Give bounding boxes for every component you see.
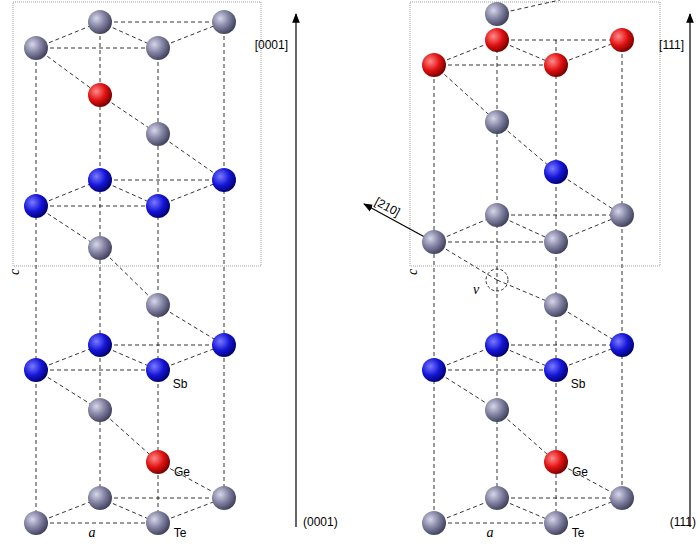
- atom: [146, 511, 170, 535]
- atom: [212, 10, 236, 34]
- atom: [544, 358, 568, 382]
- atom: [610, 333, 634, 357]
- bond-line: [434, 65, 497, 122]
- label: [210]: [372, 195, 403, 219]
- atom: [485, 398, 509, 422]
- atom: [485, 2, 509, 26]
- atom: [485, 203, 509, 227]
- label: Te: [174, 527, 187, 539]
- bond-line: [100, 180, 224, 181]
- atom: [24, 36, 48, 60]
- bond-line: [622, 40, 623, 498]
- bond-line: [497, 498, 622, 499]
- label: c: [8, 269, 22, 275]
- axis-arrow: [689, 14, 690, 527]
- atom: [422, 358, 446, 382]
- atom: [146, 358, 170, 382]
- label: (0001): [303, 516, 338, 528]
- axis-arrow: [295, 14, 296, 527]
- bond-line: [158, 134, 224, 180]
- atom: [544, 53, 568, 77]
- bond-line: [36, 48, 37, 523]
- atom: [88, 168, 112, 192]
- atom: [24, 194, 48, 218]
- atom: [88, 486, 112, 510]
- atom: [212, 486, 236, 510]
- label: (111): [670, 516, 696, 528]
- atom: [485, 110, 509, 134]
- bond-line: [100, 345, 224, 346]
- atom: [422, 511, 446, 535]
- label: v: [473, 283, 479, 297]
- atom: [485, 333, 509, 357]
- bond-line: [100, 248, 158, 305]
- atom: [544, 450, 568, 474]
- bond-line: [434, 370, 556, 371]
- atom: [88, 333, 112, 357]
- atom: [146, 122, 170, 146]
- bond-line: [224, 22, 225, 498]
- atom: [146, 450, 170, 474]
- atom: [146, 194, 170, 218]
- atom: [544, 230, 568, 254]
- label: Ge: [174, 466, 190, 478]
- bond-line: [434, 523, 556, 524]
- bond-line: [497, 215, 622, 216]
- atom: [212, 333, 236, 357]
- bond-line: [434, 242, 556, 243]
- atom: [24, 511, 48, 535]
- label: Sb: [571, 378, 586, 390]
- unit-box: [410, 2, 660, 266]
- atom: [88, 398, 112, 422]
- bond-line: [36, 523, 158, 524]
- atom: [485, 28, 509, 52]
- label: Sb: [173, 378, 188, 390]
- label: Te: [572, 527, 585, 539]
- bond-line: [497, 345, 622, 346]
- label: c: [406, 269, 420, 275]
- bond-line: [497, 14, 498, 498]
- atom: [485, 486, 509, 510]
- bond-line: [100, 22, 224, 23]
- label: [0001]: [255, 39, 288, 51]
- atom: [544, 293, 568, 317]
- atom: [24, 358, 48, 382]
- atom: [610, 28, 634, 52]
- bond-line: [100, 498, 224, 499]
- bond-line: [497, 40, 622, 41]
- atom: [146, 36, 170, 60]
- atom: [610, 486, 634, 510]
- atom: [544, 511, 568, 535]
- label: a: [487, 526, 494, 540]
- atom: [88, 83, 112, 107]
- bond-line: [36, 206, 158, 207]
- atom: [610, 203, 634, 227]
- bond-line: [434, 65, 556, 66]
- atom: [422, 230, 446, 254]
- atom: [544, 160, 568, 184]
- label: a: [89, 526, 96, 540]
- atom: [422, 53, 446, 77]
- atom: [88, 236, 112, 260]
- label: Ge: [572, 466, 588, 478]
- atom: [88, 10, 112, 34]
- bond-line: [36, 48, 158, 49]
- label: [111]: [659, 39, 684, 51]
- atom: [146, 293, 170, 317]
- bond-line: [434, 65, 435, 523]
- bond-line: [36, 370, 158, 371]
- atom: [212, 168, 236, 192]
